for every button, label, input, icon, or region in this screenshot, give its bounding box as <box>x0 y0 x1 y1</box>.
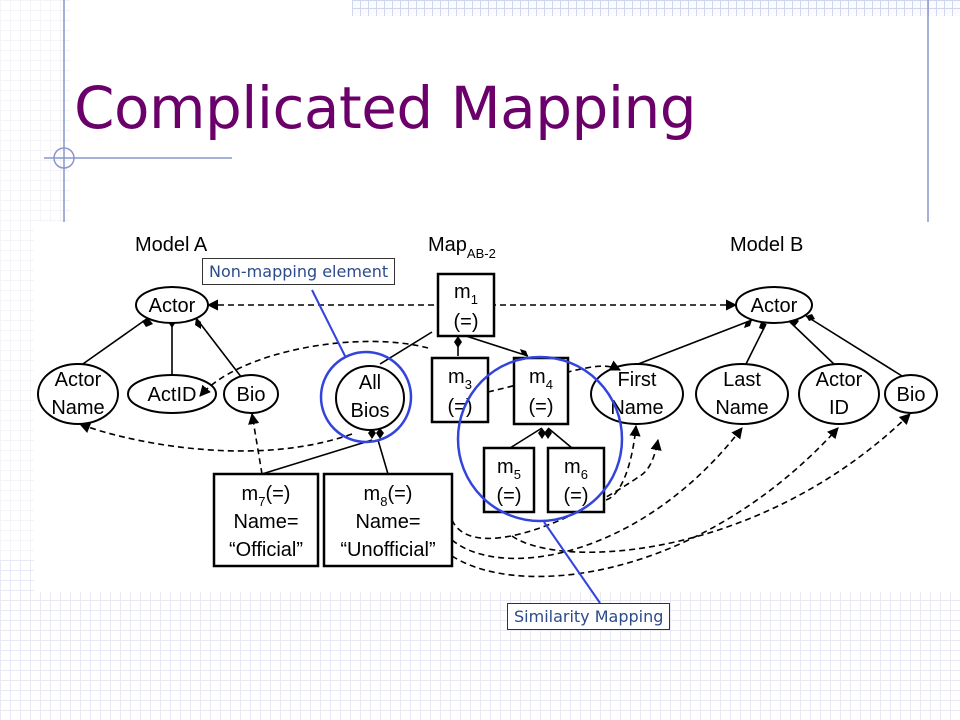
slide-title: Complicated Mapping <box>74 74 697 142</box>
map-m6-name: m6 <box>564 456 588 482</box>
map-m5-name: m5 <box>497 456 521 482</box>
map-m3-name-text: m <box>448 366 465 388</box>
model-a-actor-name-label-1: Actor <box>55 369 102 391</box>
model-b-first-name-label-2: Name <box>610 397 663 419</box>
map-heading-sub: AB-2 <box>467 246 496 261</box>
map-m7-name: m <box>242 483 259 505</box>
map-m7-line2: Name= <box>233 511 298 533</box>
model-b-last-name-label-2: Name <box>715 397 768 419</box>
map-m7-box <box>212 472 320 568</box>
map-m7-line1: m7(=) <box>242 483 291 509</box>
map-m7-rel: (=) <box>265 483 290 505</box>
map-m4-rel: (=) <box>529 396 554 418</box>
map-m5-box <box>482 446 536 514</box>
model-b-last-name-label-1: Last <box>723 369 761 391</box>
map-m1-box <box>436 272 496 338</box>
model-b-actor-label: Actor <box>751 295 798 317</box>
map-m8-line1: m8(=) <box>364 483 413 509</box>
similarity-callout-leader <box>543 521 601 604</box>
map-m8-rel: (=) <box>387 483 412 505</box>
map-m1-sub: 1 <box>471 292 478 307</box>
map-m8-line2: Name= <box>355 511 420 533</box>
model-b-actor-id-label-2: ID <box>829 397 849 419</box>
map-m5-rel: (=) <box>497 485 522 507</box>
model-b-actor-id-label-1: Actor <box>816 369 863 391</box>
model-a-edges <box>79 317 243 379</box>
map-m5-sub: 5 <box>514 467 521 482</box>
map-m1-rel: (=) <box>454 311 479 333</box>
non-mapping-callout-leader <box>311 289 347 359</box>
non-mapping-element-callout: Non-mapping element <box>202 258 396 285</box>
map-all-bios-label-1: All <box>359 372 381 394</box>
similarity-mapping-callout: Similarity Mapping <box>507 603 671 630</box>
map-m8-name: m <box>364 483 381 505</box>
map-m4-box <box>512 356 570 426</box>
model-a-actor-name-label-2: Name <box>51 397 104 419</box>
model-b-heading: Model B <box>730 234 803 256</box>
map-m6-name-text: m <box>564 456 581 478</box>
decorative-grid-top <box>352 0 960 16</box>
map-m6-rel: (=) <box>564 485 589 507</box>
map-m3-sub: 3 <box>465 377 472 392</box>
model-a-actid-label: ActID <box>148 384 197 406</box>
map-m5-name-text: m <box>497 456 514 478</box>
map-m7-line3: “Official” <box>229 539 303 561</box>
model-b-bio-label: Bio <box>897 384 926 406</box>
map-diamonds <box>368 336 552 439</box>
map-all-bios-node <box>335 365 405 431</box>
map-m1-name-text: m <box>454 281 471 303</box>
map-heading: MapAB-2 <box>428 234 496 261</box>
similarity-highlight-circle <box>456 355 624 523</box>
model-b-bio-node <box>884 374 938 414</box>
model-b-actor-id-node <box>798 363 880 425</box>
non-mapping-highlight-circle <box>319 350 413 444</box>
map-m6-sub: 6 <box>581 467 588 482</box>
model-b-last-name-node <box>695 363 789 425</box>
model-a-bio-label: Bio <box>237 384 266 406</box>
map-all-bios-label-2: Bios <box>351 400 390 422</box>
model-b-first-name-node <box>590 363 684 425</box>
decorative-crosshair <box>44 0 929 222</box>
model-a-actor-name-node <box>37 363 119 425</box>
model-a-heading: Model A <box>135 234 208 256</box>
map-m8-line3: “Unofficial” <box>340 539 435 561</box>
model-a-actid-node <box>127 374 217 414</box>
map-m4-name-text: m <box>529 366 546 388</box>
map-m4-name: m4 <box>529 366 553 392</box>
map-m8-box <box>322 472 454 568</box>
map-m1-name: m1 <box>454 281 478 307</box>
model-b-first-name-label-1: First <box>618 369 657 391</box>
map-m4-sub: 4 <box>546 377 553 392</box>
map-m7-sub: 7 <box>258 494 265 509</box>
model-a-actor-label: Actor <box>149 295 196 317</box>
map-heading-main: Map <box>428 234 467 256</box>
model-b-diamonds <box>744 314 815 330</box>
map-m3-name: m3 <box>448 366 472 392</box>
map-m8-sub: 8 <box>380 494 387 509</box>
model-b-edges <box>627 315 903 377</box>
